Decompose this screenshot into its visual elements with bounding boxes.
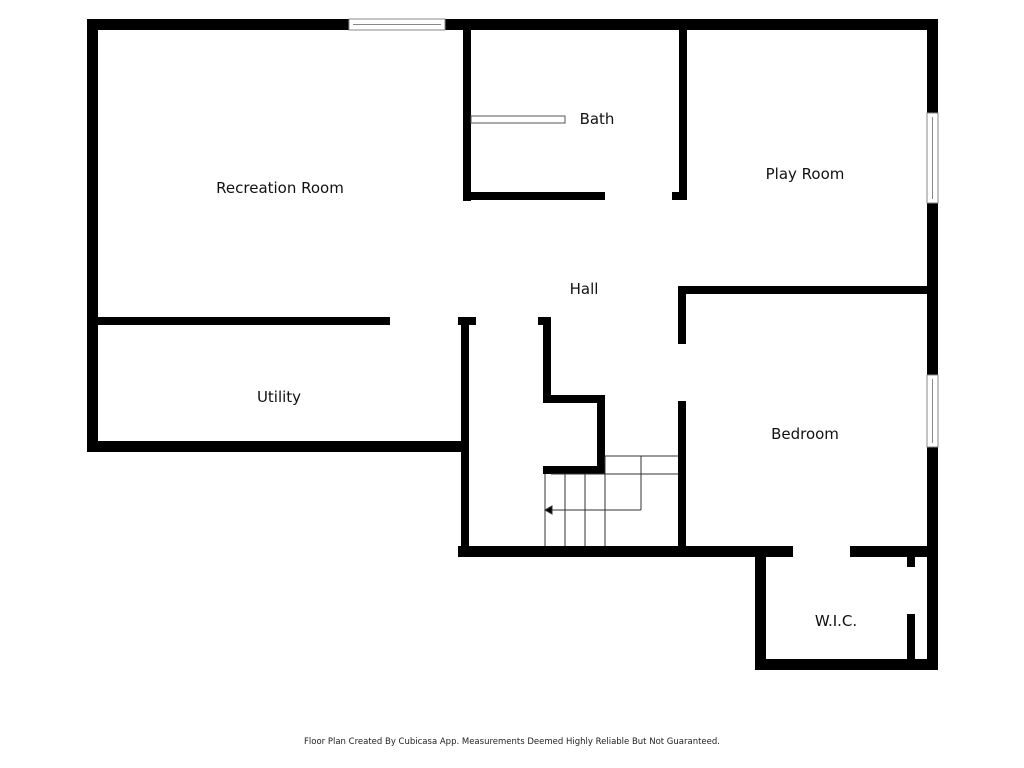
room-label-bath: Bath (579, 110, 615, 128)
room-label-play-room: Play Room (765, 165, 845, 183)
room-label-hall: Hall (569, 280, 599, 298)
stairs (543, 455, 678, 546)
room-label-bedroom: Bedroom (771, 425, 839, 443)
bath-shelf (470, 115, 566, 124)
windows (348, 18, 939, 448)
stair-arrow-icon (543, 505, 553, 515)
room-label-recreation-room: Recreation Room (216, 179, 344, 197)
doors (390, 192, 915, 614)
walls (87, 19, 938, 670)
room-label-wic: W.I.C. (814, 612, 858, 630)
room-label-utility: Utility (256, 388, 302, 406)
footer-disclaimer: Floor Plan Created By Cubicasa App. Meas… (304, 737, 720, 747)
